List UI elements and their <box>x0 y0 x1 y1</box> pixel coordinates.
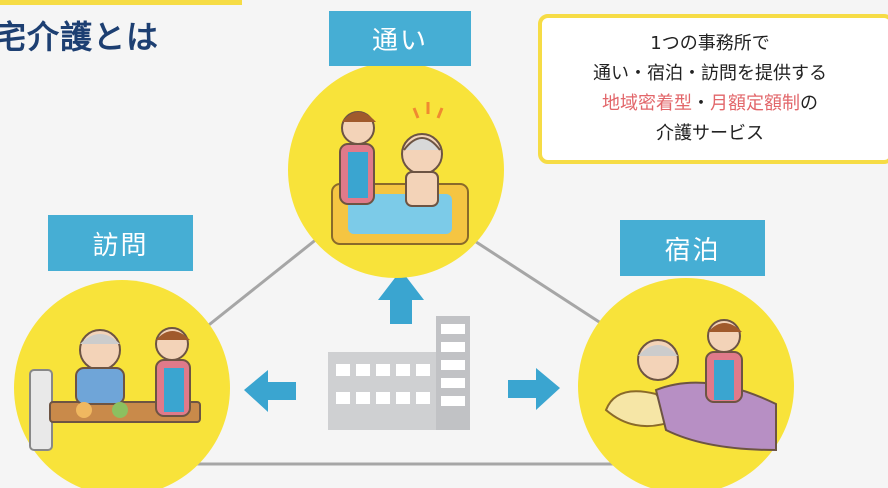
title-area: 宅介護とは <box>0 0 244 56</box>
info-particle: の <box>800 93 818 114</box>
page-title: 宅介護とは <box>0 18 160 56</box>
label-stay: 宿泊 <box>620 220 765 276</box>
arrow-up-icon <box>378 270 424 324</box>
info-line-3: 地域密着型・月額定額制の <box>602 89 818 119</box>
bathing-illustration <box>331 102 469 245</box>
building-icon <box>328 316 470 430</box>
info-flat-monthly-fee: 月額定額制 <box>710 93 800 114</box>
info-line-4: 介護サービス <box>656 123 764 144</box>
title-accent-bar <box>0 0 242 5</box>
service-description-box: 1つの事務所で 通い・宿泊・訪問を提供する 地域密着型・月額定額制の 介護サービ… <box>538 14 888 164</box>
info-line-2: 通い・宿泊・訪問を提供する <box>593 63 827 84</box>
label-visit: 訪問 <box>48 215 193 271</box>
visit-illustration <box>29 327 201 451</box>
line-top-left <box>199 236 319 334</box>
info-separator: ・ <box>692 93 710 114</box>
arrow-right-icon <box>508 368 560 410</box>
stay-illustration <box>604 319 777 452</box>
label-day-service: 通い <box>329 11 471 66</box>
arrow-left-icon <box>244 370 296 412</box>
info-community-based: 地域密着型 <box>602 93 692 114</box>
info-line-1: 1つの事務所で <box>650 33 770 54</box>
